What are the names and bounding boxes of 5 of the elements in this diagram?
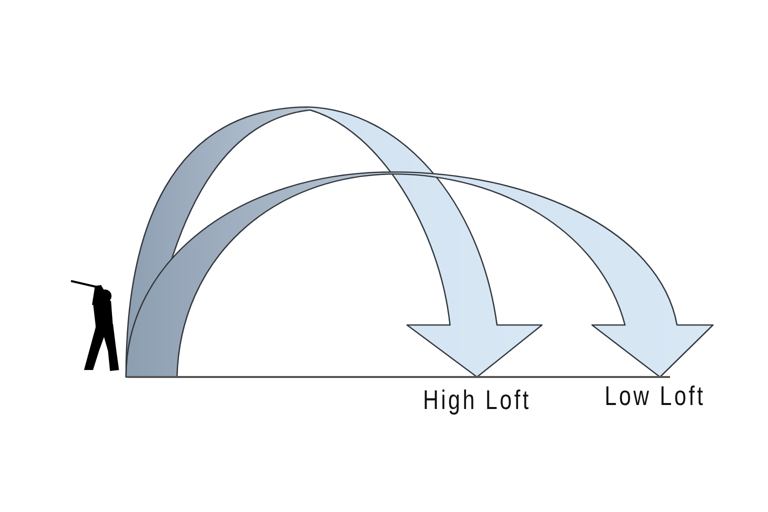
loft-label: Low Loft [604, 381, 706, 411]
golfer-silhouette [70, 278, 120, 372]
curved-arrow [125, 171, 714, 378]
curved-arrow [125, 106, 543, 378]
loft-label: High Loft [422, 385, 532, 415]
